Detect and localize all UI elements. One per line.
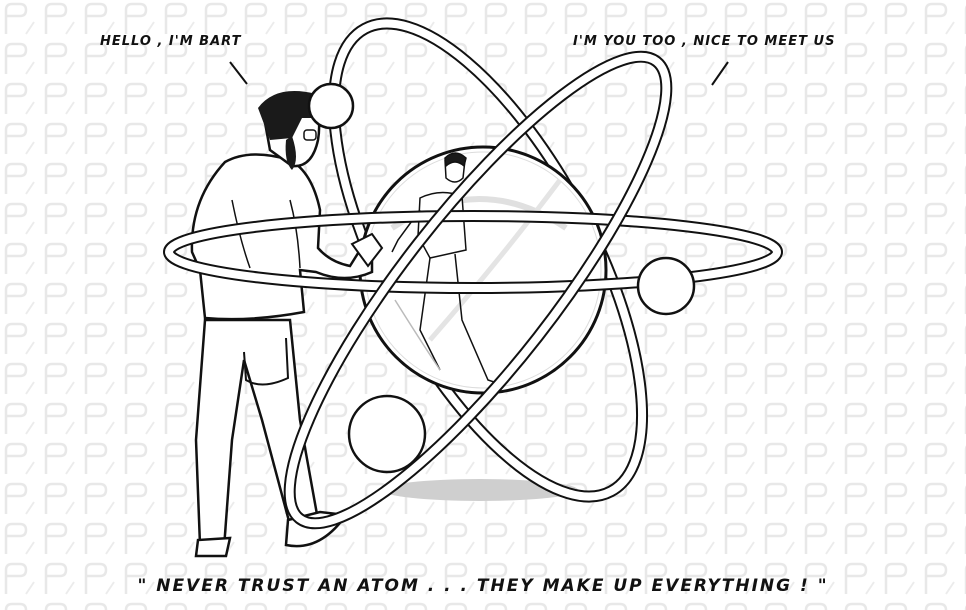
caption: " NEVER TRUST AN ATOM . . . THEY MAKE UP…	[137, 576, 829, 596]
electron-bottom	[347, 394, 427, 474]
electron-right	[636, 256, 696, 316]
speech-atom: I'M YOU TOO , NICE TO MEET US	[573, 34, 836, 49]
speech-pointer-right	[711, 61, 729, 86]
floor-shadow	[382, 479, 578, 501]
electron-top	[307, 82, 355, 130]
speech-pointer-left	[229, 61, 248, 85]
orbit-horizontal	[163, 210, 783, 294]
speech-bart: HELLO , I'M BART	[100, 34, 242, 49]
orbit-diagonal	[283, 50, 673, 530]
